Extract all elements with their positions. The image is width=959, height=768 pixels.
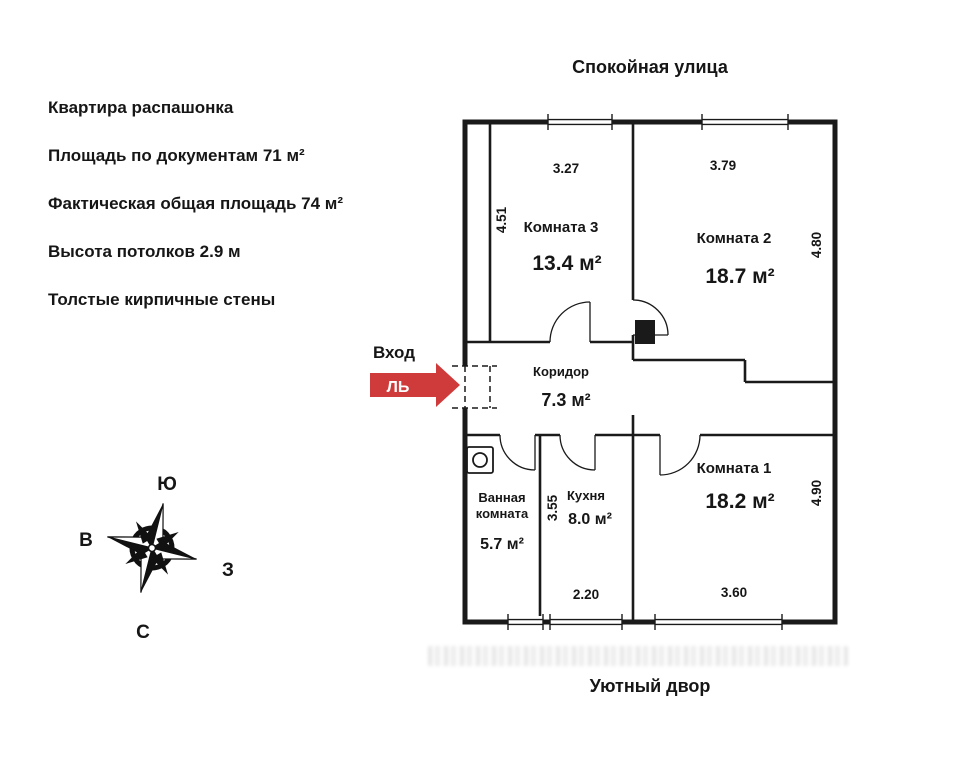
yard-label: Уютный двор: [589, 676, 711, 696]
dim-room3-height: 4.51: [494, 206, 509, 233]
compass-star-icon: [107, 503, 197, 593]
entrance-marker: Вход ЛЬ: [370, 343, 460, 407]
room-labels: Комната 3 13.4 м² Комната 2 18.7 м² Кори…: [476, 219, 775, 553]
room1-area: 18.2 м²: [705, 490, 774, 513]
room1-name: Комната 1: [697, 460, 772, 477]
door: [559, 434, 596, 471]
gap: [548, 116, 612, 128]
dim-room1-width: 3.60: [721, 585, 747, 600]
room3-name: Комната 3: [524, 219, 599, 236]
compass-east-label: В: [79, 530, 93, 551]
compass-rose: Ю В З С: [79, 474, 234, 643]
entrance-label: Вход: [373, 343, 415, 362]
bathroom-name: комната: [476, 506, 529, 521]
bathroom-name: Ванная: [478, 490, 525, 505]
door: [632, 299, 669, 336]
dim-room1-height: 4.90: [809, 480, 824, 506]
arrow-watermark-text: ЛЬ: [387, 379, 410, 396]
room2-area: 18.7 м²: [705, 265, 774, 288]
corridor-area: 7.3 м²: [541, 390, 590, 410]
gap: [508, 616, 543, 628]
info-line: Толстые кирпичные стены: [48, 290, 276, 309]
gap: [550, 616, 622, 628]
window: [507, 614, 544, 630]
window: [547, 114, 613, 130]
door: [549, 301, 591, 343]
vent-shaft: [635, 320, 655, 344]
gap: [655, 616, 782, 628]
door: [499, 434, 536, 471]
info-line: Фактическая общая площадь 74 м²: [48, 194, 344, 213]
compass-north-label: С: [136, 622, 150, 643]
entrance-opening: [452, 365, 497, 409]
bathroom-area: 5.7 м²: [480, 536, 524, 553]
gap: [702, 116, 788, 128]
compass-west-label: З: [222, 560, 234, 581]
door-arcs: [499, 299, 701, 476]
entrance-arrow-icon: [370, 363, 460, 407]
street-label: Спокойная улица: [572, 57, 728, 77]
window: [654, 614, 783, 630]
info-line: Высота потолков 2.9 м: [48, 242, 241, 261]
dim-room3-width: 3.27: [553, 161, 579, 176]
room2-name: Комната 2: [697, 230, 772, 247]
apartment-info-list: Квартира распашонка Площадь по документа…: [48, 84, 343, 324]
washing-machine-icon: [466, 446, 494, 474]
info-line: Квартира распашонка: [48, 98, 234, 117]
dimension-labels: 3.27 4.51 3.79 4.80 3.55 2.20 4.90 3.60: [494, 158, 824, 602]
window: [549, 614, 623, 630]
dim-room2-width: 3.79: [710, 158, 736, 173]
dim-kitchen-height: 3.55: [545, 494, 560, 521]
watermark: [428, 646, 848, 666]
windows: [507, 114, 789, 630]
corridor-name: Коридор: [533, 364, 589, 379]
info-line: Площадь по документам 71 м²: [48, 146, 305, 165]
kitchen-name: Кухня: [567, 488, 605, 503]
compass-south-label: Ю: [157, 474, 177, 495]
kitchen-area: 8.0 м²: [568, 511, 612, 528]
dim-kitchen-width: 2.20: [573, 587, 599, 602]
interior-walls: [465, 122, 835, 622]
room3-area: 13.4 м²: [532, 252, 601, 275]
dim-room2-height: 4.80: [809, 232, 824, 258]
door: [659, 434, 701, 476]
window: [701, 114, 789, 130]
